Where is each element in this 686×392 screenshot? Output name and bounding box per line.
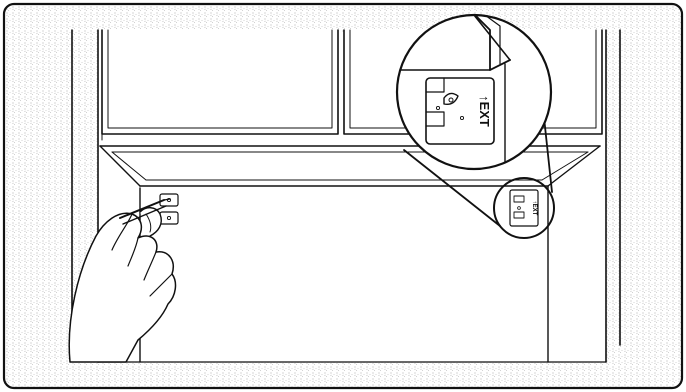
detail-callout: ↑EXT: [395, 13, 553, 171]
cabinet-bottom-panel: [99, 145, 601, 187]
bracket-right: ↑EXT: [509, 189, 539, 227]
upper-door-left: [101, 29, 339, 135]
detail-circle-small: [493, 177, 555, 239]
callout-label: ↑EXT: [477, 95, 492, 127]
callout-line-lower: [403, 149, 501, 227]
bracket-right-label: ↑EXT: [531, 201, 537, 216]
bracket-left: [159, 193, 179, 225]
hands-illustration: [68, 198, 177, 363]
